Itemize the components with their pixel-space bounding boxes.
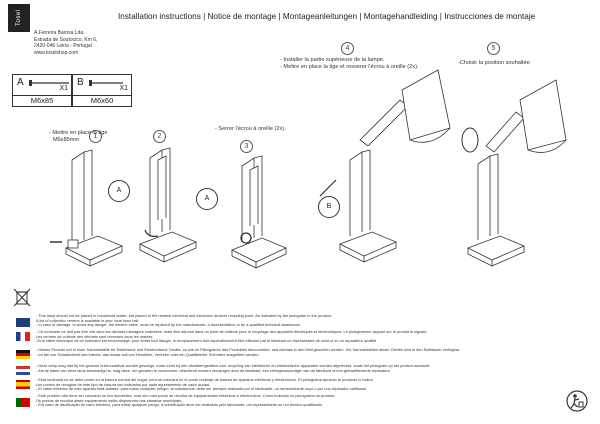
step-4-drawing	[319, 69, 451, 263]
legal-text-fr: - Ce luminaire ne doit pas être mis avec…	[36, 330, 556, 344]
step-instruction: - Mettre en place la tige M6x85mm	[49, 130, 107, 144]
legal-text-nl: - Deze lamp mag niet bij het gewone huis…	[36, 364, 556, 373]
step-instruction-line: - Mettre en place la tige	[49, 130, 108, 136]
step-2-drawing	[139, 147, 198, 263]
assembly-drawings	[50, 69, 567, 269]
company-line: A.Ferreira Barosa Lda.	[34, 30, 85, 36]
legal-line: - Este produto não deve ser colocado no …	[36, 394, 336, 398]
legal-line: - Em caso de danificação do cabo eléctri…	[36, 402, 323, 408]
step-instruction-line: M6x85mm	[53, 136, 80, 143]
company-line: Estrada de Soutocico, Km 6,	[34, 36, 98, 43]
legal-line: Os pontos de recolha deste equipamento e…	[36, 397, 183, 403]
step-number: 5	[487, 42, 500, 55]
bolt-icon	[29, 80, 69, 86]
legal-line: -Si le câble électrique de ce luminaire …	[36, 338, 378, 344]
part-quantity: X1	[59, 85, 68, 92]
callout-a: A	[196, 188, 218, 210]
part-size: M6x85	[12, 96, 72, 107]
legal-line: Los puntos de recogida de este tipo de b…	[36, 381, 211, 387]
part-quantity: X1	[119, 85, 128, 92]
legal-line: - Ce luminaire ne doit pas être mis avec…	[36, 330, 428, 334]
legal-line: - This lamp should not be placed in hous…	[36, 314, 333, 318]
legal-line: - El cable eléctrico de este aparato est…	[36, 386, 368, 392]
parts-list: A X1 M6x85 B X1 M6x60	[12, 74, 132, 107]
legal-text-pt: - Este produto não deve ser colocado no …	[36, 394, 556, 408]
step-number: 3	[240, 140, 253, 153]
step-instruction: - Serrer l'écrou à oreille (2x).	[215, 126, 286, 133]
legal-line: A list of collection centers is availabl…	[36, 317, 140, 323]
flag-nl-icon	[16, 366, 30, 375]
step-instruction: - Installer la partie supérieure de la l…	[280, 57, 418, 71]
legal-line: Les centres de collecte des déchets sont…	[36, 333, 154, 339]
step-instruction: -Choisir la position souhaitée	[458, 60, 530, 67]
step-instruction-line: -Choisir la position souhaitée	[458, 60, 530, 66]
part-letter: A	[17, 77, 24, 88]
step-number: 4	[341, 42, 354, 55]
flag-gb-icon	[16, 318, 30, 327]
step-instruction-line: - Serrer l'écrou à oreille (2x).	[215, 126, 286, 132]
part-size: M6x60	[72, 96, 132, 107]
company-line: 2420-046 Leiria - Portugal	[34, 43, 92, 50]
step-number: 1	[89, 130, 102, 143]
flag-pt-icon	[16, 398, 30, 407]
legal-text-en: - This lamp should not be placed in hous…	[36, 314, 556, 328]
recycle-icon	[566, 390, 588, 412]
document-title: Installation instructions | Notice de mo…	[118, 12, 536, 21]
legal-text-es: - Esta luminaria no se debe poner en la …	[36, 378, 556, 392]
legal-line: - In case of damage, to avoid any danger…	[36, 322, 301, 328]
legal-line: - Im fall von Schadlichkeit des Kabels, …	[36, 351, 260, 357]
bolt-icon	[89, 80, 123, 86]
flag-fr-icon	[16, 332, 30, 341]
legal-line: - Esta luminaria no se debe poner en la …	[36, 378, 374, 382]
part-letter: B	[77, 77, 84, 88]
step-5-drawing	[461, 79, 567, 267]
company-address: A.Ferreira Barosa Lda. Estrada de Soutoc…	[34, 30, 97, 56]
step-number: 2	[153, 130, 166, 143]
flag-de-icon	[16, 350, 30, 359]
legal-line: - Dieses Produkt soll in einer Sammelste…	[36, 348, 461, 352]
flag-es-icon	[16, 380, 30, 389]
legal-line: - Deze lamp mag niet bij het gewone huis…	[36, 364, 431, 368]
company-line: www.toselshop.com	[34, 49, 79, 56]
step-instruction-line: - Installer la partie supérieure de la l…	[280, 57, 385, 63]
part-a-box: A X1	[12, 74, 72, 96]
part-b-box: B X1	[72, 74, 132, 96]
callout-b: B	[318, 196, 340, 218]
callout-a: A	[108, 180, 130, 202]
step-3-drawing	[231, 155, 287, 269]
step-instruction-line: - Mettre en place la tige et resserer l'…	[280, 63, 419, 70]
legal-line: - Als de kabel van deze lamp beschadigd …	[36, 367, 391, 373]
step-1-drawing	[50, 149, 124, 267]
legal-text-de: - Dieses Produkt soll in einer Sammelste…	[36, 348, 556, 357]
weee-bin-icon	[13, 288, 31, 307]
